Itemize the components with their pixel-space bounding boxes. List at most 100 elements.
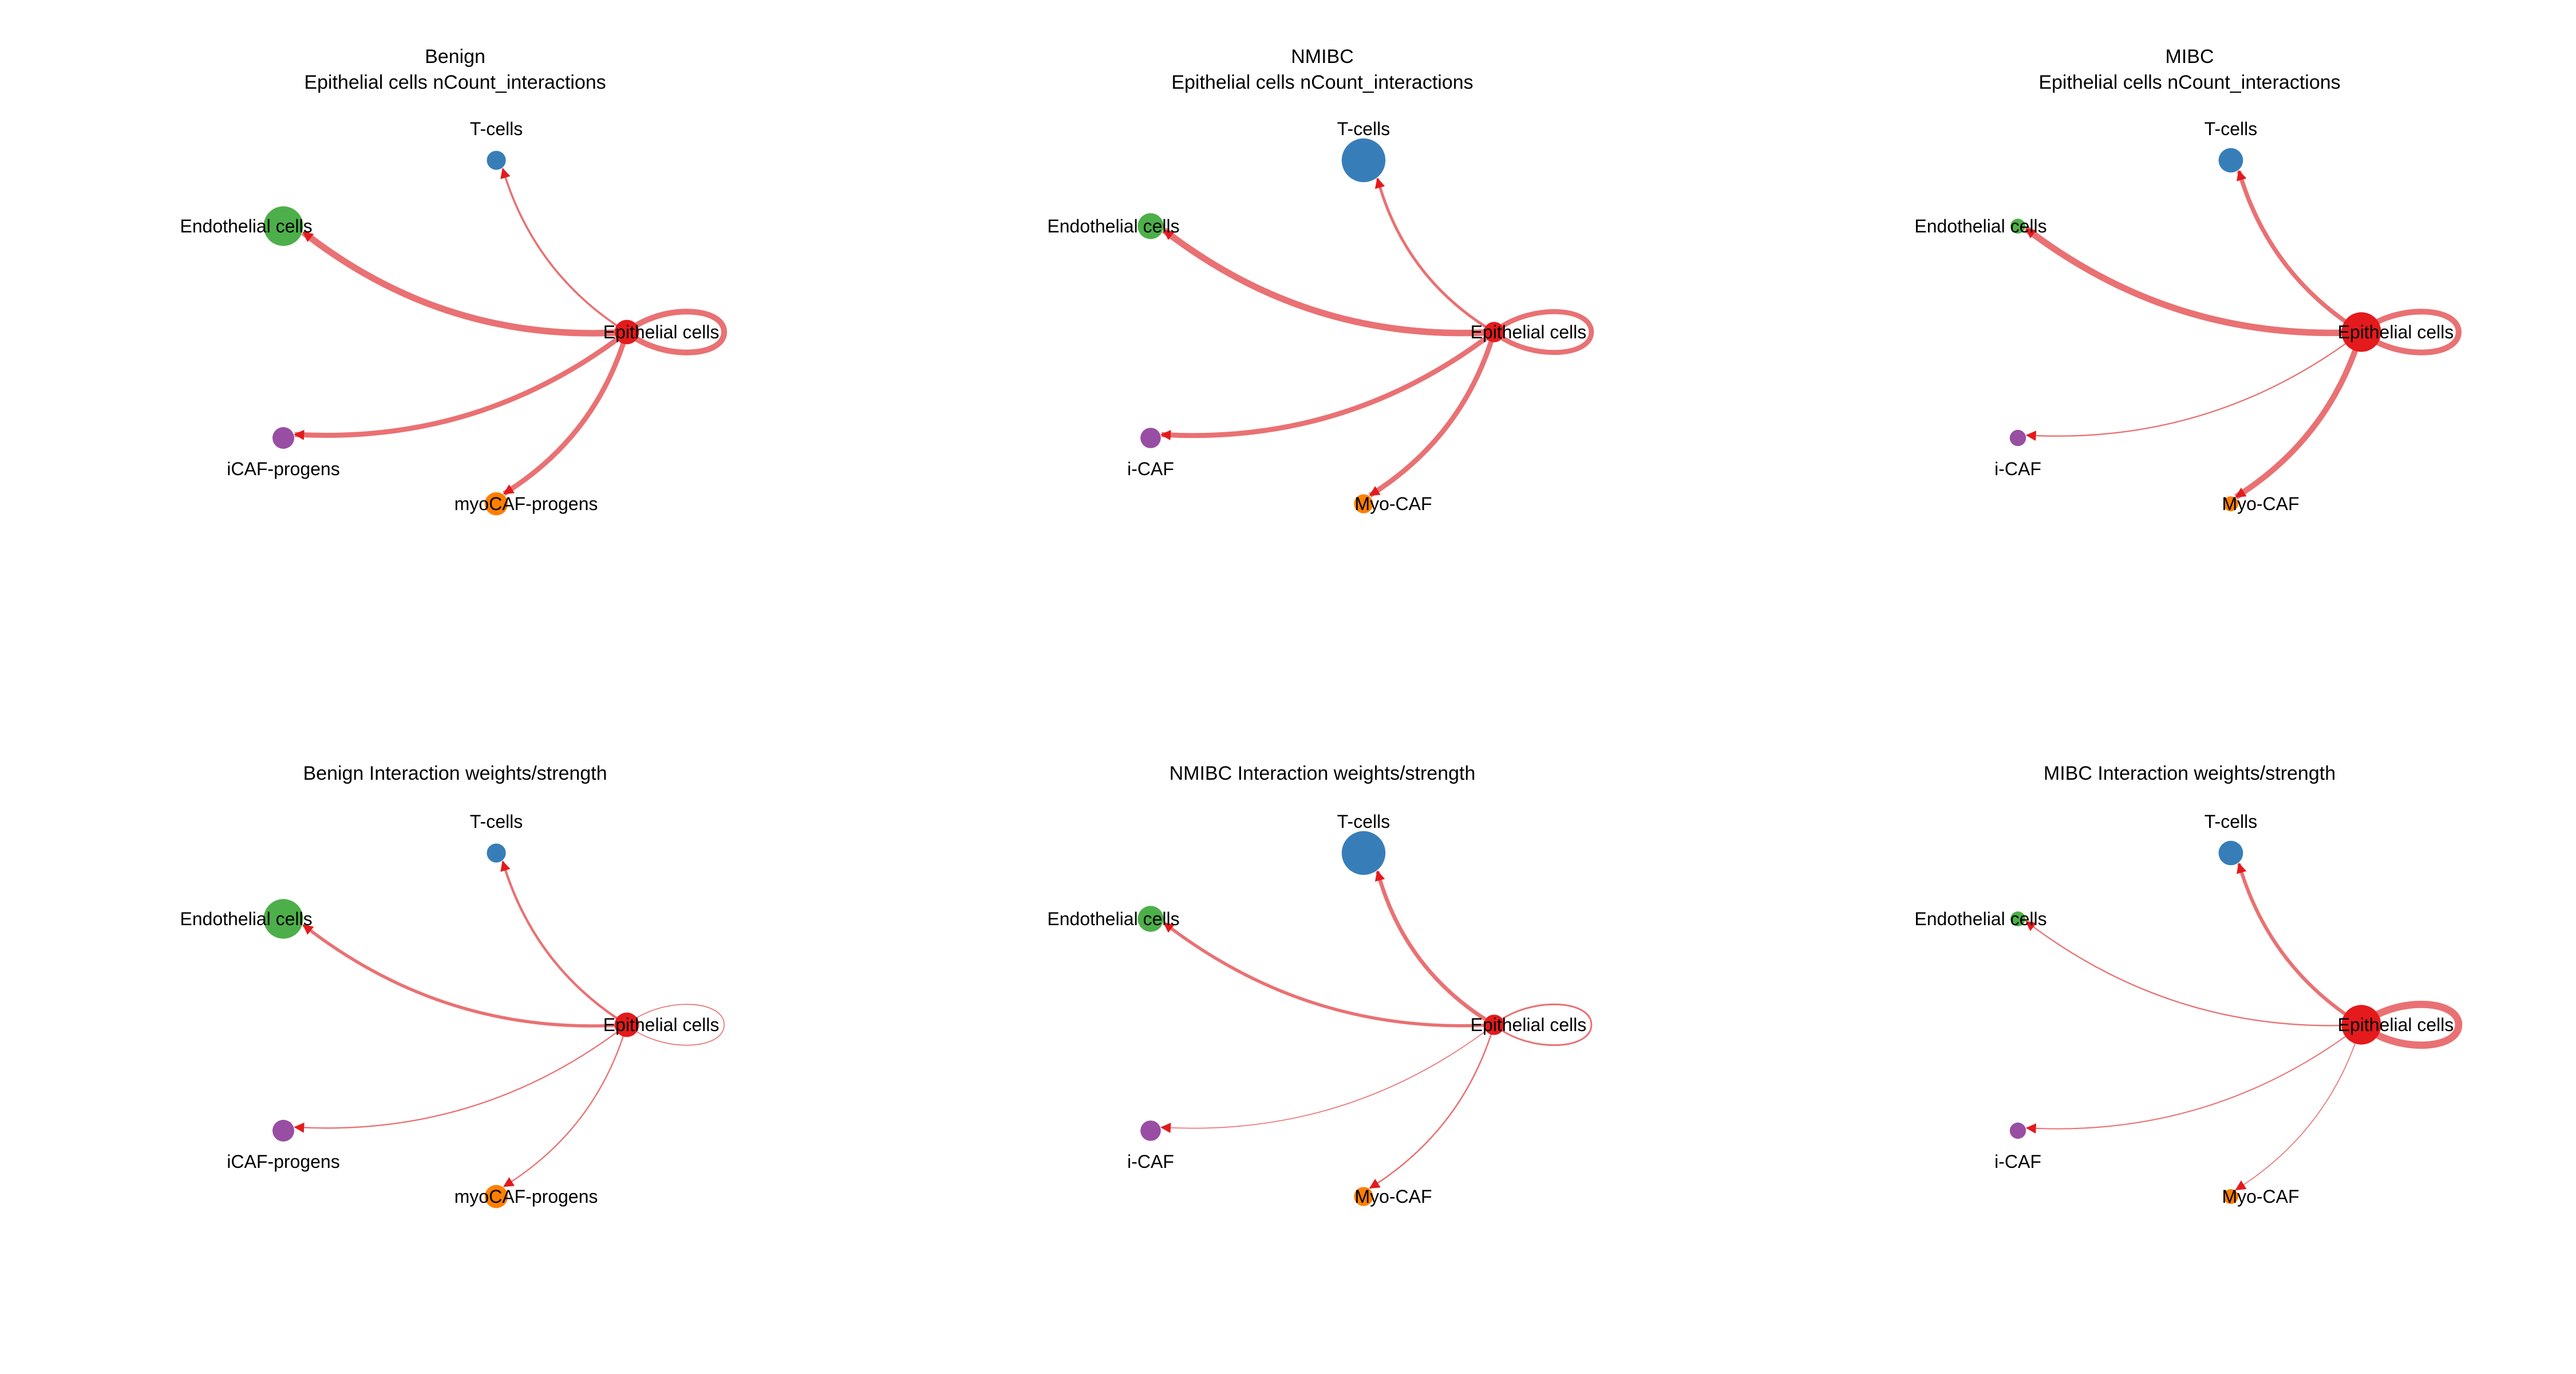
node-icaf <box>272 1120 294 1142</box>
node-label-endothelial-cells: Endothelial cells <box>1047 909 1179 929</box>
node-label-myocaf: Myo-CAF <box>2222 493 2299 514</box>
edge-to-icaf <box>2025 331 2362 441</box>
edge-to-myocaf <box>2235 1024 2362 1191</box>
edge-to-t-cells <box>1374 177 1495 334</box>
edges <box>294 168 728 496</box>
node-label-t-cells: T-cells <box>1337 119 1390 139</box>
node-label-endothelial-cells: Endothelial cells <box>180 909 312 929</box>
edge-self-loop <box>625 309 728 356</box>
edge-to-t-cells <box>500 860 628 1026</box>
node-label-myocaf: myoCAF-progens <box>455 493 598 514</box>
node-label-icaf: i-CAF <box>1994 459 2041 479</box>
nodes <box>1137 138 1504 514</box>
node-endothelial-cells <box>1137 213 1164 239</box>
edges <box>294 860 725 1187</box>
node-label-myocaf: Myo-CAF <box>1354 493 1432 514</box>
node-myocaf <box>1354 494 1373 514</box>
node-label-epithelial-cells: Epithelial cells <box>2338 1014 2454 1035</box>
edge-to-myocaf <box>503 331 630 496</box>
edge-to-t-cells <box>1374 870 1495 1026</box>
edge-to-myocaf <box>2234 331 2364 500</box>
node-label-myocaf: myoCAF-progens <box>455 1186 598 1207</box>
node-label-endothelial-cells: Endothelial cells <box>1914 909 2046 929</box>
node-icaf <box>272 427 294 449</box>
node-label-t-cells: T-cells <box>1337 811 1390 832</box>
edge-to-t-cells <box>2237 169 2362 334</box>
panel-title-line-1: NMIBC <box>1291 46 1354 68</box>
node-icaf <box>1140 428 1161 448</box>
node-t-cells <box>2218 148 2243 173</box>
node-label-t-cells: T-cells <box>470 811 523 832</box>
node-label-myocaf: Myo-CAF <box>1354 1186 1432 1207</box>
edge-to-myocaf <box>1369 1024 1495 1189</box>
node-label-endothelial-cells: Endothelial cells <box>180 216 312 236</box>
edge-to-icaf <box>1160 1024 1495 1134</box>
panel-nmibc-weight: NMIBC Interaction weights/strengthEpithe… <box>1047 763 1593 1207</box>
edges <box>1160 870 1593 1189</box>
panel-title: Benign Interaction weights/strength <box>303 763 607 784</box>
edge-to-myocaf <box>1368 331 1497 498</box>
edge-to-icaf <box>1160 330 1496 441</box>
panel-nmibc-count: NMIBC Epithelial cells nCount_interaction… <box>1047 46 1594 514</box>
edge-to-t-cells <box>2237 862 2362 1026</box>
node-label-myocaf: Myo-CAF <box>2222 1186 2299 1207</box>
node-myocaf <box>2223 496 2238 511</box>
node-t-cells <box>487 151 506 170</box>
nodes <box>1137 831 1504 1206</box>
edge-to-icaf <box>294 1024 627 1133</box>
edge-to-icaf <box>294 330 629 440</box>
node-t-cells <box>1341 138 1386 183</box>
panel-title-line-2: Epithelial cells nCount_interactions <box>304 72 606 93</box>
edges <box>1160 177 1594 498</box>
node-label-icaf: iCAF-progens <box>227 459 339 479</box>
node-endothelial-cells <box>1137 906 1164 932</box>
node-myocaf <box>484 1185 508 1209</box>
panel-title-line-2: Epithelial cells nCount_interactions <box>2038 72 2340 93</box>
edge-self-loop <box>2359 309 2462 356</box>
node-label-epithelial-cells: Epithelial cells <box>1471 1014 1587 1035</box>
edge-to-t-cells <box>500 168 627 333</box>
edge-to-endothelial-cells <box>1162 227 1495 337</box>
edge-to-endothelial-cells <box>1163 922 1495 1028</box>
node-label-icaf: i-CAF <box>1127 459 1174 479</box>
edge-to-icaf <box>2025 1024 2362 1134</box>
node-label-icaf: i-CAF <box>1994 1151 2041 1172</box>
node-label-endothelial-cells: Endothelial cells <box>1047 216 1179 236</box>
node-epithelial-cells <box>1484 1014 1504 1035</box>
node-epithelial-cells <box>614 1012 639 1037</box>
node-label-t-cells: T-cells <box>2204 119 2257 139</box>
panel-title: MIBC Interaction weights/strength <box>2044 763 2336 784</box>
edge-to-endothelial-cells <box>2024 226 2362 337</box>
node-label-t-cells: T-cells <box>470 119 523 139</box>
panel-title-line-2: Epithelial cells nCount_interactions <box>1171 72 1473 93</box>
node-label-epithelial-cells: Epithelial cells <box>2338 322 2454 342</box>
node-myocaf <box>2223 1189 2238 1204</box>
node-t-cells <box>2218 840 2243 866</box>
node-icaf <box>2009 429 2026 447</box>
node-endothelial-cells <box>2010 219 2025 234</box>
node-label-epithelial-cells: Epithelial cells <box>603 1014 720 1035</box>
node-endothelial-cells <box>263 899 303 939</box>
nodes <box>2009 148 2381 511</box>
node-label-epithelial-cells: Epithelial cells <box>1471 322 1587 342</box>
edge-to-endothelial-cells <box>2025 921 2362 1026</box>
node-icaf <box>2009 1122 2026 1139</box>
node-epithelial-cells <box>2341 312 2381 352</box>
edge-to-myocaf <box>503 1024 628 1187</box>
node-endothelial-cells <box>263 206 303 246</box>
node-epithelial-cells <box>1484 322 1504 342</box>
edges <box>2024 169 2462 500</box>
node-epithelial-cells <box>2341 1005 2381 1045</box>
panel-title-line-1: Benign <box>425 46 485 68</box>
edge-self-loop <box>1492 309 1594 356</box>
panel-mibc-weight: MIBC Interaction weights/strengthEpithel… <box>1914 763 2463 1207</box>
nodes <box>263 843 639 1209</box>
node-t-cells <box>487 843 506 863</box>
